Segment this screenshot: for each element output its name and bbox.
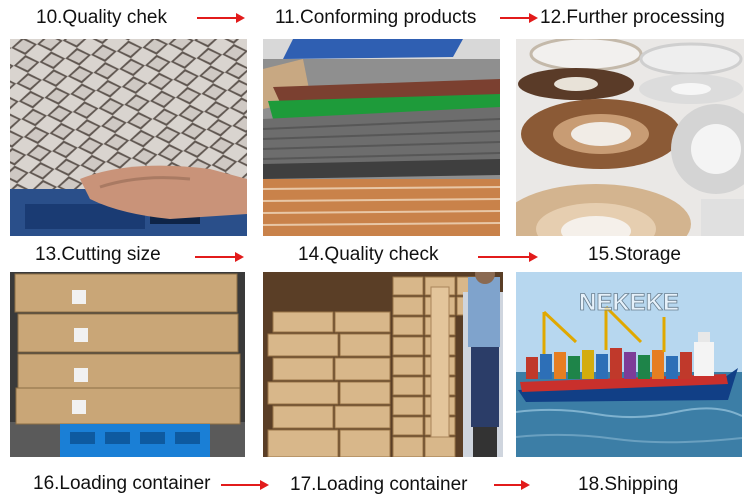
photo-storage-ship: NEKEKE [516,272,742,457]
watermark-logo: NEKEKE [579,289,679,316]
photo-conforming-products [263,39,500,236]
step-12-label: 12.Further processing [540,7,725,28]
step-14-label: 14.Quality check [298,244,439,265]
arrow-17-18 [494,480,530,490]
step-13-label: 13.Cutting size [35,244,161,265]
step-16-label: 16.Loading container [33,473,211,494]
photo-quality-check-sheet [10,39,247,236]
step-10-label: 10.Quality chek [36,7,167,28]
step-15-label: 15.Storage [588,244,681,265]
arrow-11-12 [500,13,538,23]
arrow-10-11 [197,13,245,23]
photo-further-processing-rolls [516,39,744,236]
arrow-14-15 [478,252,538,262]
photo-cutting-size-boxes [10,272,245,457]
photo-quality-check-warehouse [263,272,503,457]
arrow-13-14 [195,252,244,262]
step-17-label: 17.Loading container [290,474,468,495]
arrow-16-17 [221,480,269,490]
step-11-label: 11.Conforming products [275,7,477,28]
step-18-label: 18.Shipping [578,474,679,495]
